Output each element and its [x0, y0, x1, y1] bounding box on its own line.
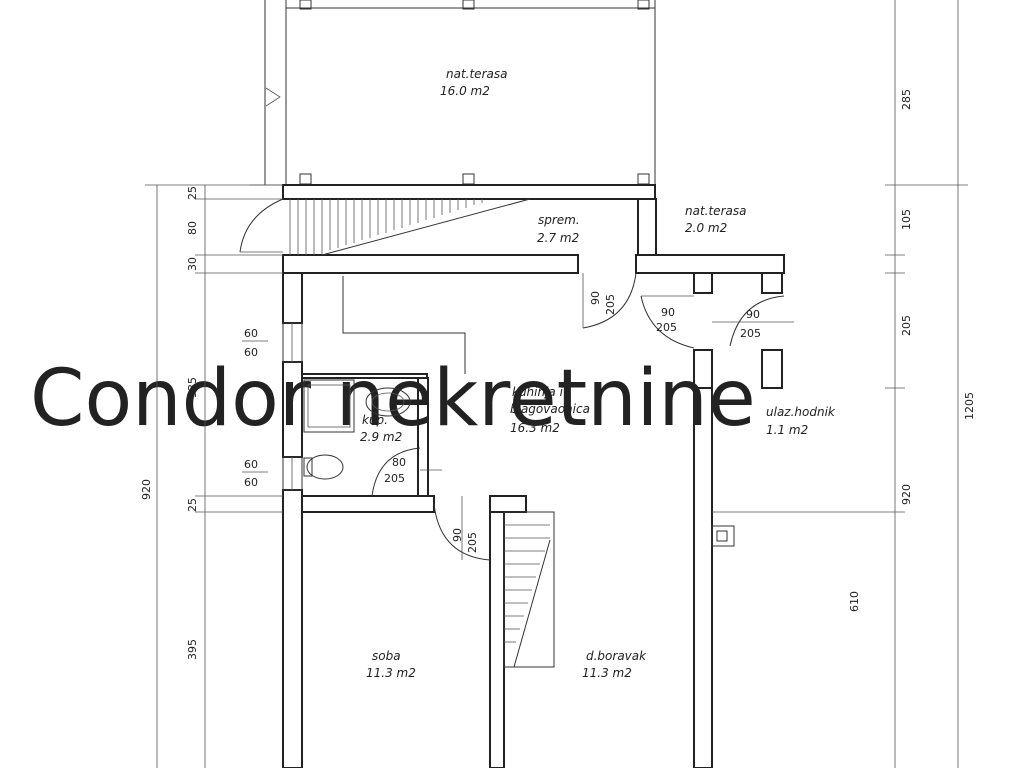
walls	[282, 184, 785, 768]
bathroom-fixtures	[303, 379, 411, 480]
room-area: 11.3 m2	[582, 666, 632, 680]
door-width: 90	[589, 291, 602, 305]
dimension-label: 285	[900, 89, 913, 110]
window-width: 60	[244, 327, 258, 340]
door-label-sprem: 90 205	[589, 291, 617, 315]
door-label-bath: 80 205	[384, 456, 406, 485]
room-name: blagovaonica	[510, 402, 590, 416]
room-area: 2.9 m2	[360, 430, 402, 444]
room-name: soba	[372, 649, 401, 663]
dimension-label: 610	[848, 591, 861, 612]
door-label-hall: 90 205	[656, 306, 677, 334]
room-label-kuhinja: kuhinja i blagovaonica 16.3 m2	[510, 385, 590, 435]
room-name: ulaz.hodnik	[766, 405, 836, 419]
window-height: 60	[244, 346, 258, 359]
room-area: 11.3 m2	[366, 666, 416, 680]
door-width: 90	[661, 306, 675, 319]
dimension-label: 105	[900, 209, 913, 230]
dimension-total-right: 1205	[963, 392, 976, 420]
dimension-label: 25	[186, 498, 199, 512]
dimension-lines	[145, 0, 968, 768]
room-label-kup: kup. 2.9 m2	[360, 413, 402, 444]
room-label-nat-terasa-right: nat.terasa 2.0 m2	[685, 204, 746, 235]
storage-stairs	[289, 198, 531, 256]
door-width: 80	[392, 456, 406, 469]
window-width: 60	[244, 458, 258, 471]
dimension-label: 30	[186, 257, 199, 271]
window-label-2: 60 60	[242, 458, 268, 489]
room-name: sprem.	[538, 213, 580, 227]
living-stairs	[503, 511, 555, 668]
dimension-label: 920	[900, 484, 913, 505]
room-name: kuhinja i	[512, 385, 564, 399]
room-label-sprem: sprem. 2.7 m2	[537, 213, 580, 245]
room-area: 1.1 m2	[766, 423, 808, 437]
dimension-total-left: 920	[140, 479, 153, 500]
door-label-entry: 90 205	[740, 308, 761, 340]
door-height: 205	[466, 532, 479, 553]
dimension-labels-right: 285 105 205 920 610 1205	[848, 89, 976, 612]
window-label-1: 60 60	[242, 327, 268, 359]
room-label-boravak: d.boravak 11.3 m2	[582, 649, 647, 680]
dimension-label: 205	[900, 315, 913, 336]
room-area: 16.0 m2	[440, 84, 490, 98]
door-label-soba: 90 205	[451, 528, 479, 553]
dimension-label: 335	[186, 377, 199, 398]
watermark: Condor nekretnine	[30, 354, 756, 444]
window-height: 60	[244, 476, 258, 489]
room-area: 2.7 m2	[537, 231, 579, 245]
room-name: nat.terasa	[446, 67, 507, 81]
room-name: d.boravak	[586, 649, 647, 663]
door-height: 205	[384, 472, 405, 485]
door-height: 205	[740, 327, 761, 340]
door-width: 90	[451, 528, 464, 542]
room-name: nat.terasa	[685, 204, 746, 218]
door-width: 90	[746, 308, 760, 321]
room-area: 16.3 m2	[510, 421, 560, 435]
door-swings	[239, 198, 794, 561]
room-label-soba: soba 11.3 m2	[366, 649, 416, 680]
room-area: 2.0 m2	[685, 221, 727, 235]
dimension-label: 80	[186, 221, 199, 235]
dimension-label: 25	[186, 186, 199, 200]
door-height: 205	[604, 294, 617, 315]
room-label-ulaz: ulaz.hodnik 1.1 m2	[766, 405, 836, 437]
door-height: 205	[656, 321, 677, 334]
dimension-labels-left: 25 80 30 335 25 395 920	[140, 186, 199, 660]
room-name: kup.	[362, 413, 388, 427]
room-label-nat-terasa-top: nat.terasa 16.0 m2	[440, 67, 507, 98]
dimension-label: 395	[186, 639, 199, 660]
